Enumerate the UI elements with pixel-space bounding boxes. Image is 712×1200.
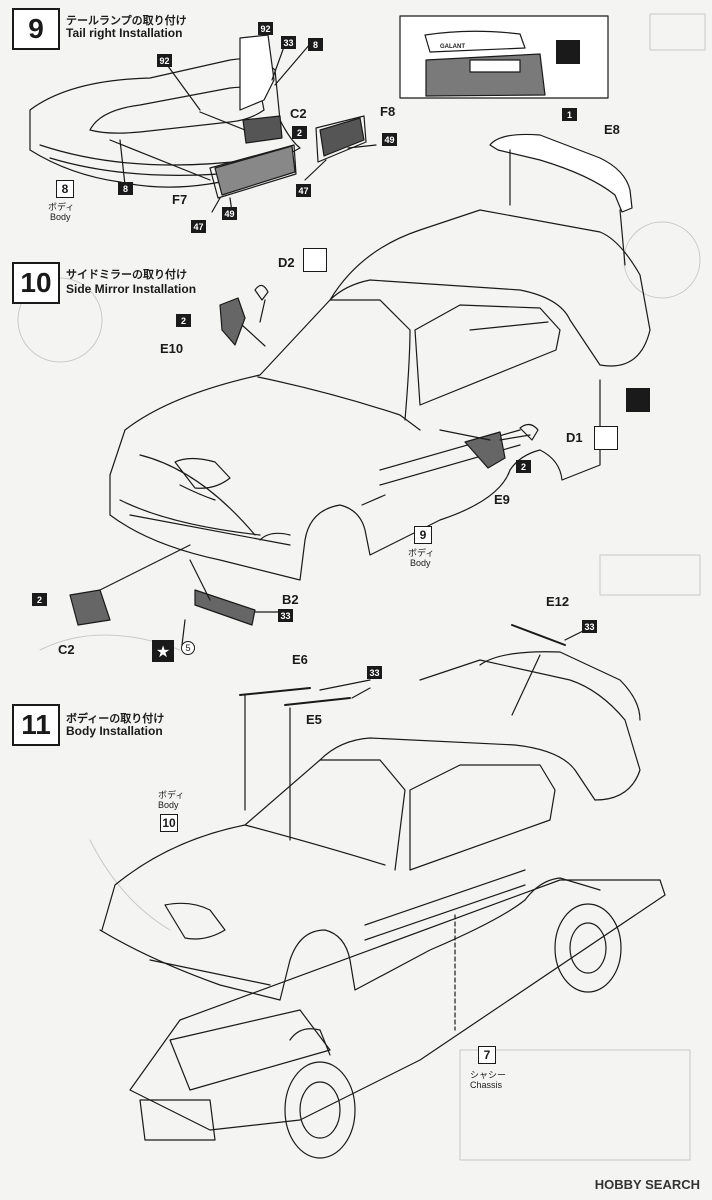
part-8: 8 [308,38,323,51]
ref-body-8: 8 [56,180,74,198]
step-10-title-ja: サイドミラーの取り付け [66,268,187,281]
ghost-wheel [623,221,701,299]
part-f8-label: F8 [380,104,396,119]
step-11-number: 11 [12,704,60,746]
ref-body-10: 10 [160,814,178,832]
part-d2-label: D2 [278,255,295,270]
spoiler-e8 [489,133,633,213]
hobby-search-watermark: HOBBY SEARCH [594,1177,700,1192]
step-9-title-en: Tail right Installation [66,26,183,40]
part-2-bumper: 2 [32,593,47,606]
ref-body-9: 9 [414,526,432,544]
part-b2-label: B2 [282,592,299,607]
part-92-top: 92 [258,22,273,35]
part-f7-label: F7 [172,192,188,207]
ghost-step7-box [649,13,706,51]
part-8-lower: 8 [118,182,133,195]
ref-chassis-7: 7 [478,1046,496,1064]
ref-body-8-ja: ボディ [48,203,75,213]
ref-chassis-7-ja: シャシー [470,1071,507,1081]
step9-taillamp-lens [239,34,275,111]
step11-body [99,651,641,1001]
part-e6-label: E6 [292,652,308,667]
paint-triangle-icon-d2 [303,248,327,272]
part-e9-label: E9 [494,492,510,507]
inset-galant-badge: GALANT [440,44,465,50]
part-92-left: 92 [157,54,172,67]
part-49-right: 49 [382,133,397,146]
ref-body-9-ja: ボディ [408,549,435,559]
ref-body-8-en: Body [50,212,71,222]
step-10-number: 10 [12,262,60,304]
ref-body-10-en: Body [158,800,179,810]
step-9-number: 9 [12,8,60,50]
part-2: 2 [292,126,307,139]
part-1: 1 [562,108,577,121]
part-d1-label: D1 [566,430,583,445]
step-11-title-ja: ボディーの取り付け [66,712,165,725]
part-2-mirror-left: 2 [176,314,191,327]
step9-body-rear [29,58,301,188]
part-e10-label: E10 [160,341,184,356]
ref-chassis-7-en: Chassis [470,1080,503,1090]
part-49-left: 49 [222,207,237,220]
step-9-title-ja: テールランプの取り付け [66,14,187,27]
paint-triangle-icon-d1 [594,426,618,450]
part-c2-label: C2 [290,106,307,121]
step11-chassis [129,879,666,1159]
step-10-title-en: Side Mirror Installation [66,282,197,296]
star-icon: ★ [152,640,174,662]
part-2-mirror-right: 2 [516,460,531,473]
paint-stripe-icon-inset [556,40,580,64]
part-e12-label: E12 [546,594,570,609]
part-c2-bumper-label: C2 [58,642,75,657]
ref-body-10-ja: ボディ [158,791,185,801]
part-47-left: 47 [191,220,206,233]
ref-body-9-en: Body [410,558,431,568]
paint-stripe-icon-rear [626,388,650,412]
part-33-e12: 33 [582,620,597,633]
part-33-bumper: 33 [278,609,293,622]
part-47-right: 47 [296,184,311,197]
part-33-wiper: 33 [367,666,382,679]
part-33: 33 [281,36,296,49]
step10-car-body [109,209,651,581]
step-11-title-en: Body Installation [66,724,163,738]
part-e5-label: E5 [306,712,322,727]
part-e8-label: E8 [604,122,620,137]
marker-circle-5: 5 [181,641,195,655]
